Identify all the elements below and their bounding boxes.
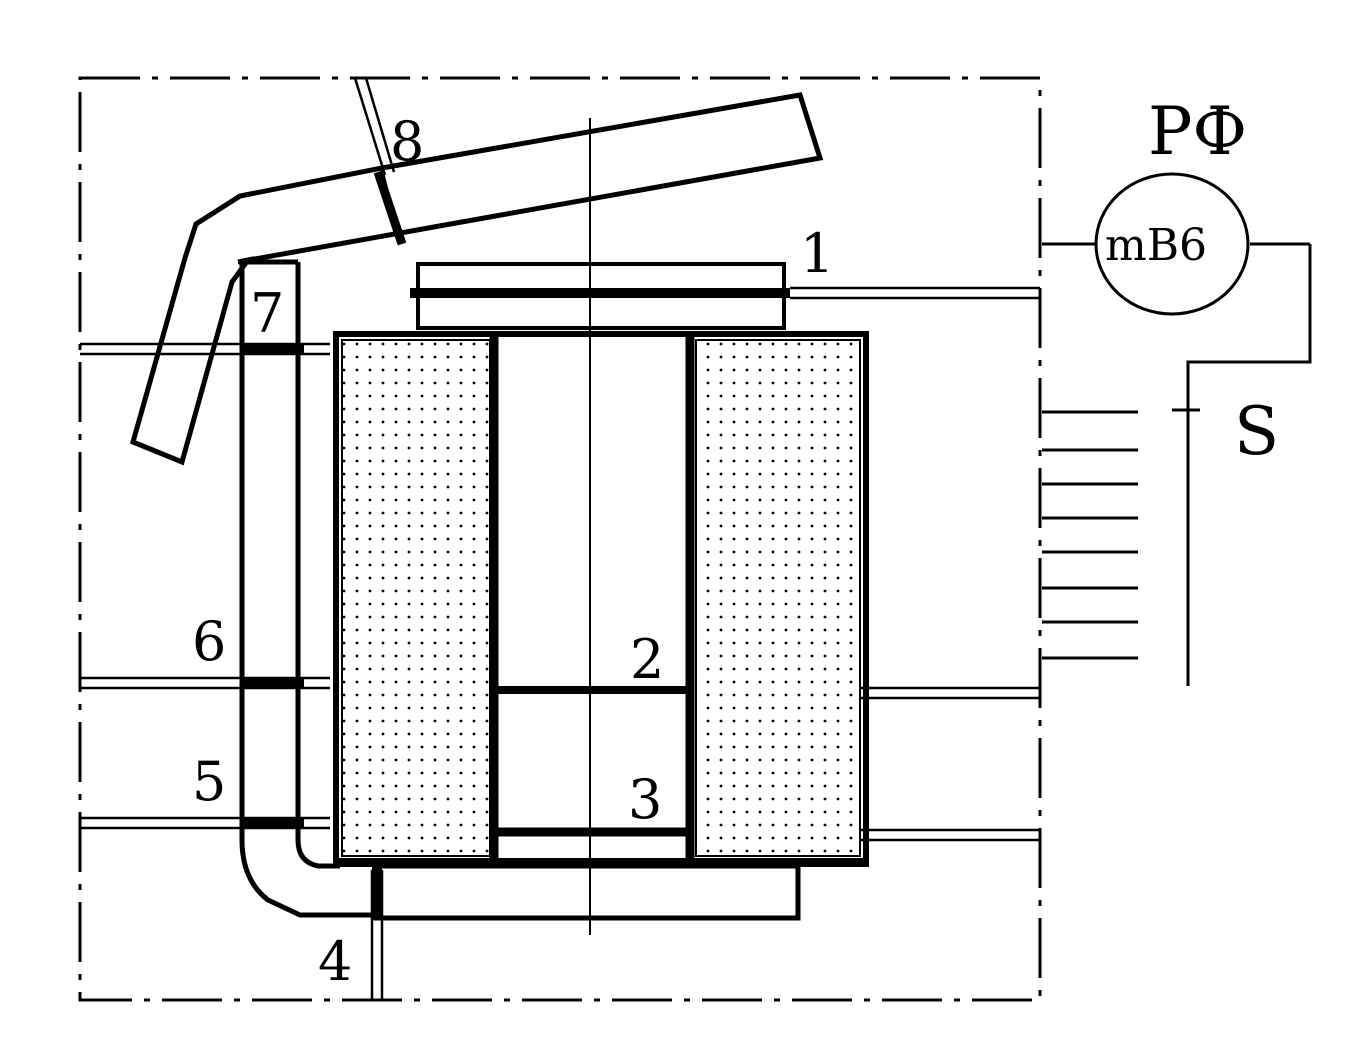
left-filled-block xyxy=(341,339,491,857)
label-8: 8 xyxy=(390,110,424,173)
base-plate xyxy=(373,863,801,921)
tilted-lid xyxy=(129,92,824,466)
heater-plates xyxy=(1042,410,1138,660)
outer-frame xyxy=(78,76,1042,1002)
label-rf: РФ xyxy=(1148,93,1247,170)
label-1: 1 xyxy=(800,222,834,285)
label-3: 3 xyxy=(628,768,662,831)
label-5: 5 xyxy=(192,750,226,813)
tube-junctions xyxy=(240,343,304,827)
meter-label: mB6 xyxy=(1105,220,1207,271)
label-2: 2 xyxy=(630,628,664,691)
meter-circuit xyxy=(1042,242,1312,686)
right-filled-block xyxy=(695,339,861,857)
meter-circle xyxy=(1094,172,1250,316)
left-tube xyxy=(239,259,372,918)
label-4: 4 xyxy=(318,930,352,993)
label-s: S xyxy=(1234,393,1279,470)
label-6: 6 xyxy=(192,610,226,673)
label-7: 7 xyxy=(250,282,284,345)
junction-8 xyxy=(373,170,407,246)
